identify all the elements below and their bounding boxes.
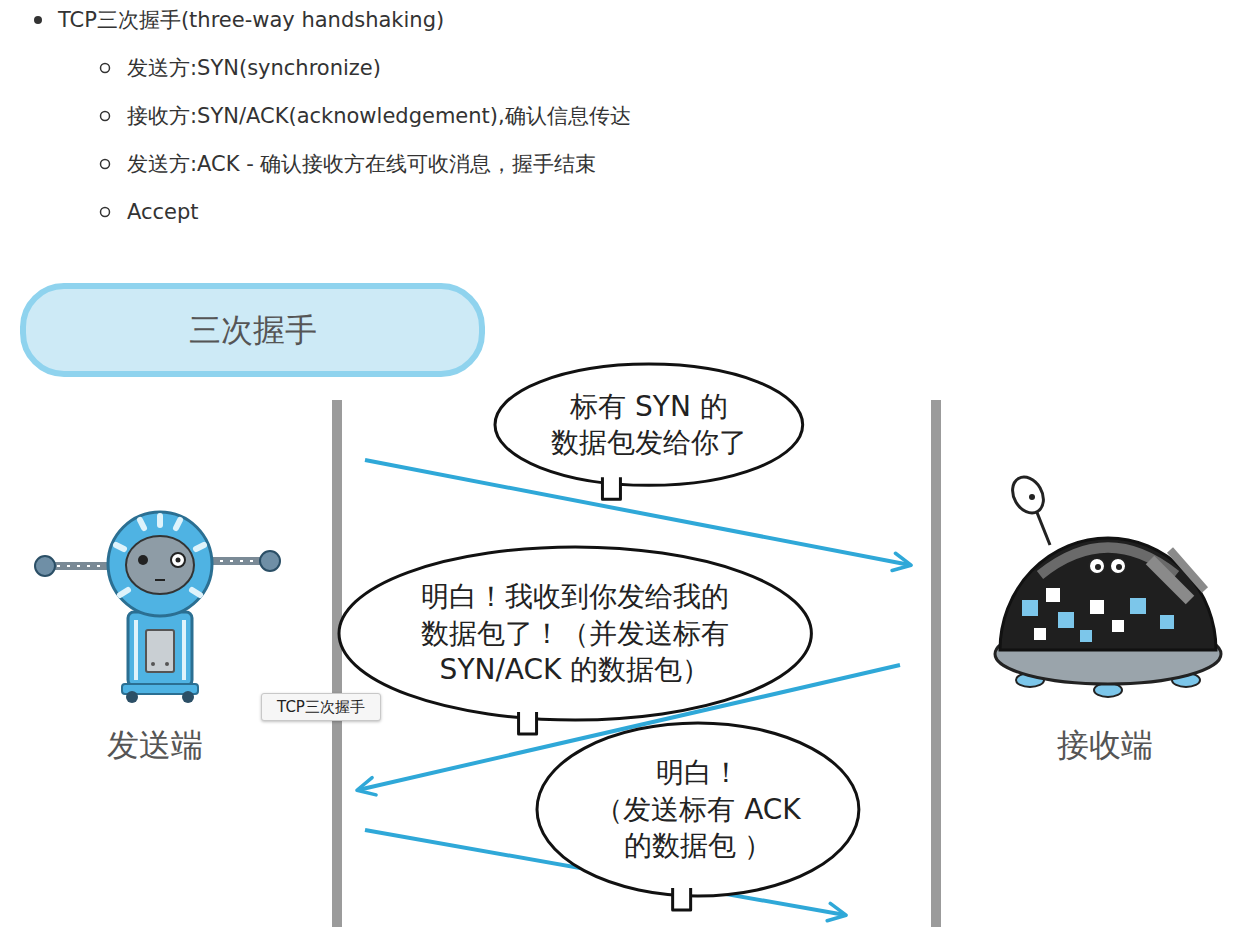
speech-bubble: 标有 SYN 的 数据包发给你了 bbox=[493, 362, 805, 487]
tooltip-text: TCP三次握手 bbox=[277, 698, 365, 716]
bubble-tail bbox=[603, 478, 621, 500]
title-box: 三次握手 bbox=[20, 283, 485, 377]
list-item: 发送方:SYN(synchronize) bbox=[127, 56, 381, 81]
list-item: 接收方:SYN/ACK(acknowledgement),确认信息传达 bbox=[127, 104, 631, 129]
list-heading: TCP三次握手(three-way handshaking) bbox=[58, 8, 444, 33]
speech-bubble: 明白！我收到你发给我的 数据包了！（并发送标有 SYN/ACK 的数据包） bbox=[337, 545, 813, 722]
bubble-ellipse bbox=[495, 364, 803, 485]
speech-bubble: 明白！ （发送标有 ACK 的数据包 ） bbox=[535, 721, 861, 898]
list-item: Accept bbox=[127, 200, 199, 225]
bubble-ellipse bbox=[339, 547, 811, 720]
bullet-circle bbox=[101, 208, 110, 217]
bubble-ellipse bbox=[537, 723, 859, 896]
receiver-robot bbox=[995, 472, 1221, 697]
sender-robot bbox=[35, 512, 280, 703]
bubble-outline bbox=[493, 362, 805, 487]
bubble-text: 标有 SYN 的 数据包发给你了 bbox=[547, 389, 751, 462]
bubble-tail bbox=[673, 889, 691, 911]
bubble-text: 明白！ （发送标有 ACK 的数据包 ） bbox=[591, 755, 805, 864]
bubble-tail bbox=[518, 713, 536, 735]
endpoint-label: 发送端 bbox=[107, 726, 203, 764]
bullet-dot bbox=[34, 16, 42, 24]
tooltip-box: TCP三次握手 bbox=[261, 693, 381, 721]
title-text: 三次握手 bbox=[189, 311, 317, 349]
timeline-bar bbox=[332, 400, 342, 927]
timeline-bar bbox=[931, 400, 941, 927]
bullet-circle bbox=[101, 160, 110, 169]
bubble-text: 明白！我收到你发给我的 数据包了！（并发送标有 SYN/ACK 的数据包） bbox=[415, 579, 735, 688]
bullet-circle bbox=[101, 112, 110, 121]
bullet-circle bbox=[101, 64, 110, 73]
endpoint-label: 接收端 bbox=[1057, 726, 1153, 764]
list-item: 发送方:ACK - 确认接收方在线可收消息，握手结束 bbox=[127, 152, 596, 177]
